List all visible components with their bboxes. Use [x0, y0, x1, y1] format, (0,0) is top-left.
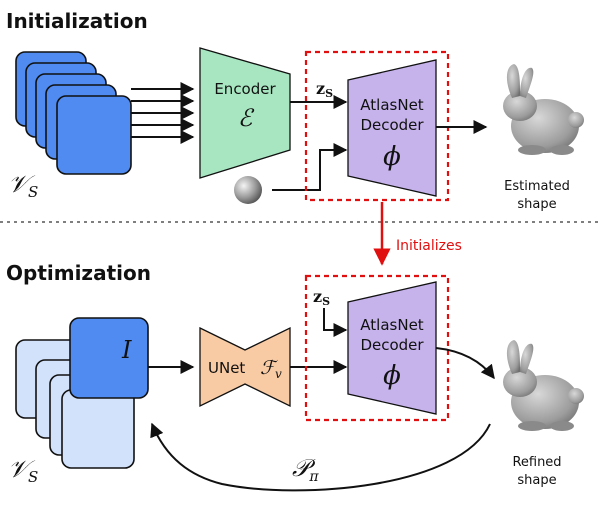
init-decoder-block: AtlasNet Decoder ϕ	[347, 59, 437, 197]
encoder-label: Encoder	[214, 80, 276, 98]
refined-bunny-icon	[503, 340, 584, 431]
encoder-block: Encoder ℰ	[199, 47, 291, 179]
unet-block: UNet ℱv	[199, 326, 291, 408]
opt-view-set-label: 𝒱S	[8, 455, 38, 486]
opt-decoder-dashed-box	[304, 274, 450, 422]
refined-line2: shape	[517, 473, 556, 488]
unet-symbol: ℱv	[260, 357, 282, 381]
init-decoder-line2: Decoder	[360, 116, 424, 134]
init-latent-label: zS	[316, 79, 333, 100]
bunny-icon	[503, 64, 584, 155]
estimated-line1: Estimated	[504, 179, 570, 194]
sphere-icon	[234, 176, 262, 204]
view-set-label: 𝒱S	[8, 170, 38, 201]
decoder-to-refined-arrow	[435, 347, 495, 380]
selected-image-label: I	[121, 336, 132, 364]
encoder-symbol: ℰ	[238, 104, 255, 132]
sphere-to-decoder-arrow	[272, 143, 348, 191]
init-decoder-line1: AtlasNet	[360, 96, 424, 114]
opt-decoder-line1: AtlasNet	[360, 316, 424, 334]
latent-to-decoder-arrow	[323, 308, 348, 337]
estimated-line2: shape	[517, 197, 556, 212]
opt-decoder-symbol: ϕ	[383, 361, 401, 391]
optimization-title: Optimization	[6, 261, 151, 285]
opt-decoder-block: AtlasNet Decoder ϕ	[347, 281, 437, 415]
opt-decoder-line2: Decoder	[360, 336, 424, 354]
refined-line1: Refined	[512, 455, 561, 470]
projection-loop-arrow	[150, 422, 491, 492]
projection-label: 𝒫π	[292, 454, 319, 485]
selected-image-card	[69, 317, 149, 399]
view-to-encoder-arrows	[131, 82, 195, 144]
initializes-label: Initializes	[396, 238, 462, 254]
opt-latent-label: zS	[313, 287, 330, 308]
unet-label: UNet	[208, 359, 245, 377]
initialization-title: Initialization	[6, 9, 148, 33]
init-decoder-symbol: ϕ	[383, 142, 401, 172]
input-view-stack	[15, 51, 132, 175]
optimization-view-stack	[15, 317, 149, 469]
